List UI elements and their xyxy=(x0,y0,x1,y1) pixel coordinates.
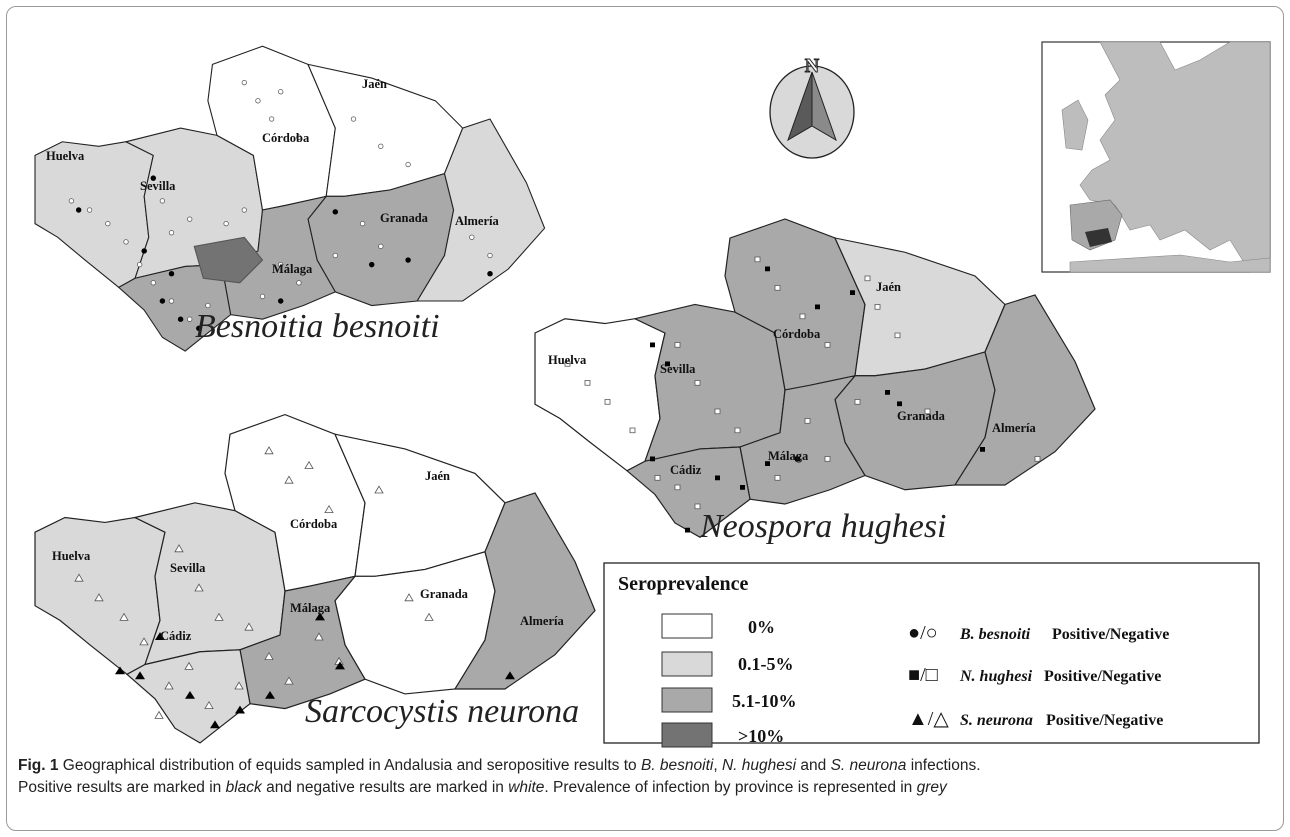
legend-class-1: 0.1-5% xyxy=(738,654,794,674)
legend-species-1: N. hughesi xyxy=(959,668,1033,685)
caption-species-3: S. neurona xyxy=(830,757,907,774)
legend-symbol-text-1: Positive/Negative xyxy=(1044,668,1161,685)
caption-text-5: Positive results are marked in xyxy=(18,779,226,796)
legend-swatch-1 xyxy=(661,651,713,677)
map-title-neospora: Neospora hughesi xyxy=(699,508,947,545)
caption-text-2: , xyxy=(713,757,722,774)
north-label: N xyxy=(805,55,820,77)
label-malaga: Málaga xyxy=(290,601,331,615)
label-sevilla: Sevilla xyxy=(170,561,206,575)
label-almeria: Almería xyxy=(520,614,564,628)
legend-species-2: S. neurona xyxy=(960,712,1033,729)
label-granada: Granada xyxy=(380,211,429,225)
label-granada: Granada xyxy=(897,409,946,423)
caption-species-1: B. besnoiti xyxy=(640,757,714,774)
figure-canvas: Huelva Sevilla Córdoba Jaén Granada Alme… xyxy=(34,41,1271,748)
caption-black: black xyxy=(225,779,262,796)
label-cordoba: Córdoba xyxy=(773,327,821,341)
label-cordoba: Córdoba xyxy=(290,517,338,531)
legend-symbol-0: ●/○ xyxy=(908,622,938,644)
caption-text-6: and negative results are marked in xyxy=(261,779,509,796)
legend-swatch-0 xyxy=(661,613,713,639)
caption-text-7: . Prevalence of infection by province is… xyxy=(544,779,917,796)
legend-class-3: >10% xyxy=(738,726,784,746)
label-huelva: Huelva xyxy=(548,353,587,367)
label-sevilla: Sevilla xyxy=(660,362,696,376)
label-jaen: Jaén xyxy=(876,280,901,294)
map-title-besnoitia: Besnoitia besnoiti xyxy=(195,308,440,345)
legend: Seroprevalence 0% 0.1-5% 5.1-10% >10% ●/… xyxy=(603,562,1260,748)
labels-neospora: Huelva Sevilla Córdoba Jaén Granada Alme… xyxy=(548,280,1036,477)
labels-besnoitia: Huelva Sevilla Córdoba Jaén Granada Alme… xyxy=(46,77,499,276)
label-malaga: Málaga xyxy=(272,262,313,276)
legend-class-0: 0% xyxy=(748,617,775,637)
legend-symbol-text-2: Positive/Negative xyxy=(1046,712,1163,729)
legend-title: Seroprevalence xyxy=(618,573,748,595)
label-jaen: Jaén xyxy=(425,469,450,483)
legend-class-2: 5.1-10% xyxy=(732,691,797,711)
label-cadiz: Cádiz xyxy=(160,629,192,643)
legend-swatch-3 xyxy=(661,722,713,748)
caption-text-1: Geographical distribution of equids samp… xyxy=(58,757,641,774)
legend-swatch-2 xyxy=(661,687,713,713)
label-jaen: Jaén xyxy=(362,77,387,91)
caption-text-4: infections. xyxy=(906,757,981,774)
label-granada: Granada xyxy=(420,587,469,601)
caption-species-2: N. hughesi xyxy=(721,757,797,774)
legend-symbol-2: ▲/△ xyxy=(908,708,949,730)
map-neospora xyxy=(534,218,1096,538)
caption-text-3: and xyxy=(796,757,831,774)
label-huelva: Huelva xyxy=(52,549,91,563)
caption-fig-label: Fig. 1 xyxy=(18,757,59,774)
caption-white: white xyxy=(508,779,545,796)
map-besnoitia xyxy=(34,45,546,352)
label-almeria: Almería xyxy=(455,214,499,228)
labels-sarcocystis: Huelva Sevilla Córdoba Jaén Granada Alme… xyxy=(52,469,564,643)
label-cordoba: Córdoba xyxy=(262,131,310,145)
map-sarcocystis xyxy=(34,413,596,744)
label-cadiz: Cádiz xyxy=(670,463,702,477)
legend-species-0: B. besnoiti xyxy=(959,626,1031,643)
legend-symbol-1: ■/□ xyxy=(908,664,938,686)
figure-caption: Fig. 1 Geographical distribution of equi… xyxy=(18,755,1278,799)
label-malaga: Málaga xyxy=(768,449,809,463)
label-huelva: Huelva xyxy=(46,149,85,163)
caption-grey: grey xyxy=(916,779,947,796)
legend-symbol-text-0: Positive/Negative xyxy=(1052,626,1169,643)
inset-europe-map xyxy=(1041,41,1271,273)
label-almeria: Almería xyxy=(992,421,1036,435)
north-arrow: N xyxy=(769,55,855,159)
label-sevilla: Sevilla xyxy=(140,179,176,193)
map-title-sarcocystis: Sarcocystis neurona xyxy=(305,693,579,730)
